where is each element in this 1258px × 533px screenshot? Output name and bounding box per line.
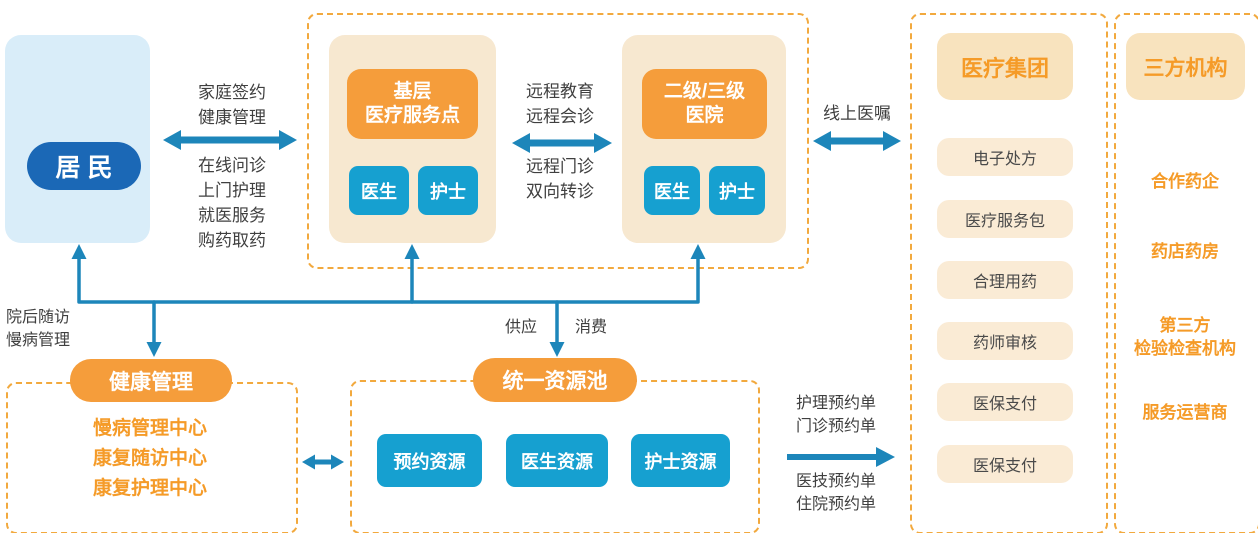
label-consume: 消费 <box>574 319 607 336</box>
third-party-item-line1: 第三方 <box>1159 316 1211 335</box>
label-booking-top: 护理预约单 门诊预约单 <box>795 395 876 435</box>
primary-doctor-chip: 医生 <box>349 166 409 215</box>
resident-box: 居 民 <box>5 35 150 243</box>
third-party-item: 合作药企 <box>1151 172 1219 191</box>
arrow-health-pool <box>302 454 344 470</box>
label-remote-education: 远程教育 远程会诊 <box>526 82 594 126</box>
health-mgmt-item: 康复护理中心 <box>92 478 207 499</box>
label-online-order: 线上医嘱 <box>823 104 891 123</box>
medical-group-item: 医保支付 <box>937 383 1073 421</box>
hospital-doctor-chip: 医生 <box>644 166 700 215</box>
label-remote-clinic: 远程门诊 双向转诊 <box>526 157 594 201</box>
resource-booking-chip: 预约资源 <box>377 434 482 487</box>
primary-care-title: 基层 医疗服务点 <box>347 69 478 139</box>
resource-doctor-chip: 医生资源 <box>506 434 608 487</box>
hospital-title: 二级/三级 医院 <box>642 69 767 139</box>
resident-pill: 居 民 <box>27 142 141 190</box>
hospital-title-line2: 医院 <box>685 105 724 126</box>
label-followup: 院后随访 慢病管理 <box>6 309 71 349</box>
label-online-services: 在线问诊 上门护理 就医服务 购药取药 <box>198 156 266 250</box>
health-mgmt-item: 康复随访中心 <box>92 448 207 469</box>
label-booking-bottom: 医技预约单 住院预约单 <box>795 473 876 513</box>
medical-group-item: 医疗服务包 <box>937 200 1073 238</box>
hospital-nurse-chip: 护士 <box>709 166 765 215</box>
hospital-title-line1: 二级/三级 <box>663 81 746 102</box>
health-mgmt-title: 健康管理 <box>70 359 232 402</box>
medical-group-item: 合理用药 <box>937 261 1073 299</box>
primary-care-title-line2: 医疗服务点 <box>364 105 460 126</box>
resource-pool-title: 统一资源池 <box>473 358 637 402</box>
medical-group-item: 药师审核 <box>937 322 1073 360</box>
arrow-network-group <box>813 131 901 151</box>
third-party-title: 三方机构 <box>1126 33 1245 100</box>
health-mgmt-items: 慢病管理中心 康复随访中心 康复护理中心 <box>6 414 294 504</box>
label-family-contract: 家庭签约 健康管理 <box>198 83 266 127</box>
health-mgmt-item: 慢病管理中心 <box>92 418 207 439</box>
medical-group-item: 电子处方 <box>937 138 1073 176</box>
medical-group-title: 医疗集团 <box>937 33 1073 100</box>
label-supply: 供应 <box>504 319 537 336</box>
medical-group-item: 医保支付 <box>937 445 1073 483</box>
third-party-item: 药店药房 <box>1151 242 1219 261</box>
primary-nurse-chip: 护士 <box>418 166 478 215</box>
third-party-item: 服务运营商 <box>1142 403 1228 422</box>
third-party-item-line2: 检验检查机构 <box>1134 339 1236 358</box>
resource-nurse-chip: 护士资源 <box>631 434 730 487</box>
arrow-pool-group <box>787 447 895 467</box>
primary-care-title-line1: 基层 <box>393 81 432 102</box>
third-party-item: 第三方 检验检查机构 <box>1114 314 1256 360</box>
arrow-resident-network <box>163 130 297 150</box>
